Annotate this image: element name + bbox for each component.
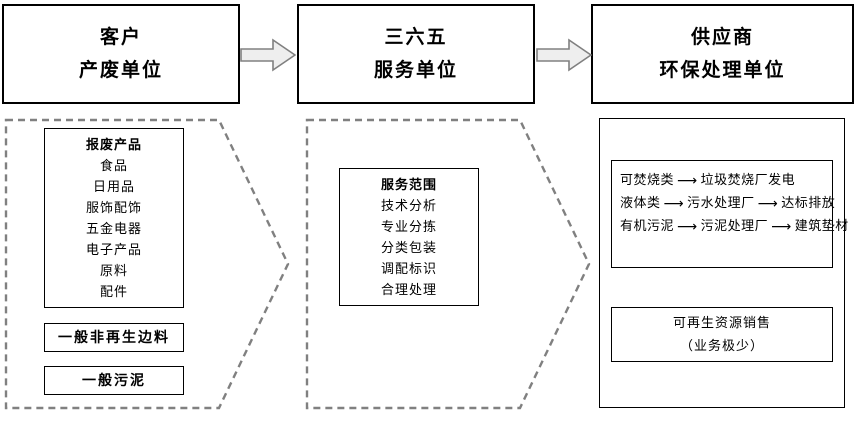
role-title-customer: 客户 — [99, 27, 142, 48]
arrow-right-icon: ⟶ — [677, 217, 698, 234]
role-title-service: 三六五 — [384, 27, 448, 48]
disposal-route-incinerable: 可焚烧类 ⟶ 垃圾焚烧厂发电 — [620, 169, 795, 192]
arrow-right-icon: ⟶ — [757, 194, 779, 211]
route-step-liquid-2: 达标排放 — [781, 195, 836, 211]
role-subtitle-service: 服务单位 — [373, 60, 458, 81]
card-service-scope-title: 服务范围 — [380, 176, 437, 192]
role-subtitle-supplier: 环保处理单位 — [659, 60, 786, 81]
lane-outline-service — [305, 118, 591, 410]
scrap-item-parts: 配件 — [99, 284, 128, 300]
card-general-sludge: 一般污泥 — [44, 366, 184, 395]
service-item-proper-disposal: 合理处理 — [380, 282, 437, 298]
role-title-supplier: 供应商 — [690, 27, 754, 48]
role-box-customer: 客户 产废单位 — [2, 4, 240, 104]
flow-arrow-right-icon — [536, 38, 592, 72]
arrow-right-icon: ⟶ — [663, 194, 685, 211]
scrap-item-hardware: 五金电器 — [85, 221, 142, 236]
card-general-sludge-label: 一般污泥 — [82, 372, 146, 388]
route-step-organic-sludge-2: 建筑垫材 — [794, 218, 849, 234]
service-item-labeling: 调配标识 — [380, 261, 437, 277]
scrap-item-raw-material: 原料 — [99, 263, 128, 279]
disposal-route-liquid: 液体类 ⟶ 污水处理厂 ⟶ 达标排放 — [620, 192, 835, 215]
card-recycle-sales: 可再生资源销售 （业务极少） — [611, 307, 833, 362]
card-scrap-products: 报废产品 食品 日用品 服饰配饰 五金电器 电子产品 原料 配件 — [44, 128, 184, 308]
card-recycle-sales-title: 可再生资源销售 — [672, 315, 771, 331]
card-general-offcut: 一般非再生边料 — [44, 323, 184, 352]
scrap-item-daily-goods: 日用品 — [92, 178, 135, 194]
route-step-organic-sludge-1: 污泥处理厂 — [700, 218, 769, 234]
card-general-offcut-label: 一般非再生边料 — [58, 329, 170, 345]
card-disposal-routes: 可焚烧类 ⟶ 垃圾焚烧厂发电 液体类 ⟶ 污水处理厂 ⟶ 达标排放 有机污泥 ⟶… — [611, 160, 848, 268]
role-subtitle-customer: 产废单位 — [78, 60, 163, 81]
route-step-liquid-1: 污水处理厂 — [687, 195, 755, 211]
arrow-right-icon: ⟶ — [677, 171, 698, 188]
route-step-incinerable-1: 垃圾焚烧厂发电 — [700, 172, 796, 188]
scrap-item-food: 食品 — [99, 157, 128, 173]
route-source-organic-sludge: 有机污泥 — [620, 218, 675, 234]
lane-outline-customer — [4, 118, 290, 410]
card-scrap-products-title: 报废产品 — [85, 136, 142, 152]
service-item-technical-analysis: 技术分析 — [380, 197, 437, 213]
disposal-route-organic-sludge: 有机污泥 ⟶ 污泥处理厂 ⟶ 建筑垫材 — [620, 215, 849, 238]
arrow-right-icon: ⟶ — [771, 217, 792, 234]
route-source-incinerable: 可焚烧类 — [620, 172, 675, 188]
role-box-supplier: 供应商 环保处理单位 — [591, 4, 854, 104]
role-box-service: 三六五 服务单位 — [297, 4, 535, 104]
service-item-professional-sorting: 专业分拣 — [380, 218, 437, 234]
service-item-classified-packaging: 分类包装 — [380, 240, 437, 255]
card-recycle-sales-note: （业务极少） — [679, 337, 764, 353]
route-source-liquid: 液体类 — [620, 195, 661, 211]
flow-arrow-right-icon — [240, 38, 296, 72]
scrap-item-apparel: 服饰配饰 — [85, 199, 142, 215]
card-service-scope: 服务范围 技术分析 专业分拣 分类包装 调配标识 合理处理 — [339, 168, 479, 306]
scrap-item-electronics: 电子产品 — [85, 242, 142, 258]
